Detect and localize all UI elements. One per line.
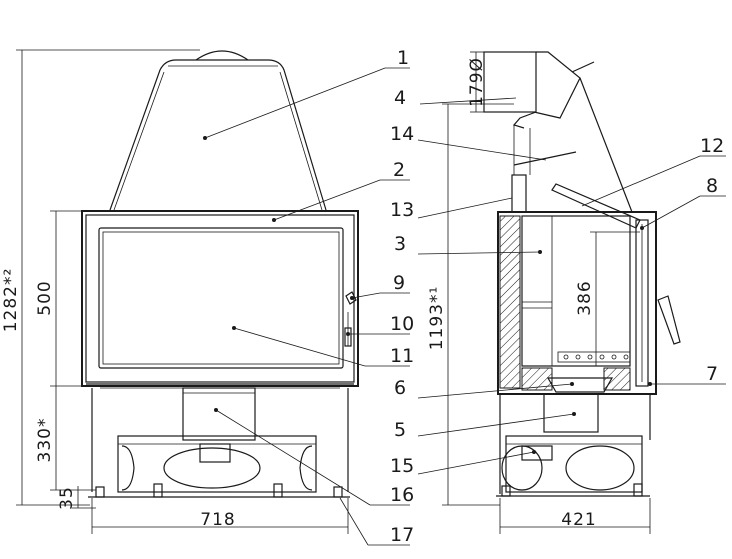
air-holes	[557, 351, 631, 363]
callout-17: 17	[390, 524, 414, 546]
dim-body-height: 500	[35, 280, 55, 315]
side-dimensions: 1193*¹ 179Ø 386 421	[427, 51, 651, 534]
side-callouts: 4 14 13 3 6 5 15 12 8 7	[390, 87, 726, 477]
dim-inner-height: 386	[575, 280, 595, 315]
callout-14: 14	[390, 123, 414, 145]
front-callouts: 1 2 9 10 11 16 17	[203, 47, 414, 546]
side-view	[483, 51, 681, 497]
callout-10: 10	[390, 313, 414, 335]
front-view	[81, 50, 359, 498]
callout-1: 1	[397, 47, 409, 69]
callout-8: 8	[706, 175, 718, 197]
front-feet	[88, 483, 350, 498]
front-dimensions: 1282*² 500 330* 35 718	[1, 49, 349, 534]
callout-3: 3	[394, 233, 406, 255]
callout-13: 13	[390, 199, 414, 221]
dim-overall-height: 1282*²	[1, 268, 21, 333]
callout-9: 9	[393, 272, 405, 294]
dim-flue-diameter: 179Ø	[467, 57, 487, 107]
callout-16: 16	[390, 484, 414, 506]
dim-side-width: 421	[561, 510, 596, 530]
callout-7: 7	[706, 363, 718, 385]
callout-15: 15	[390, 455, 414, 477]
dim-side-height: 1193*¹	[427, 286, 447, 351]
dim-foot-height: 35	[57, 486, 77, 510]
dim-front-width: 718	[200, 510, 235, 530]
callout-5: 5	[394, 419, 406, 441]
callout-11: 11	[390, 345, 414, 367]
callout-2: 2	[393, 159, 405, 181]
dim-base-height: 330*	[35, 418, 55, 463]
callout-4: 4	[394, 87, 406, 109]
callout-12: 12	[700, 135, 724, 157]
callout-6: 6	[394, 377, 406, 399]
